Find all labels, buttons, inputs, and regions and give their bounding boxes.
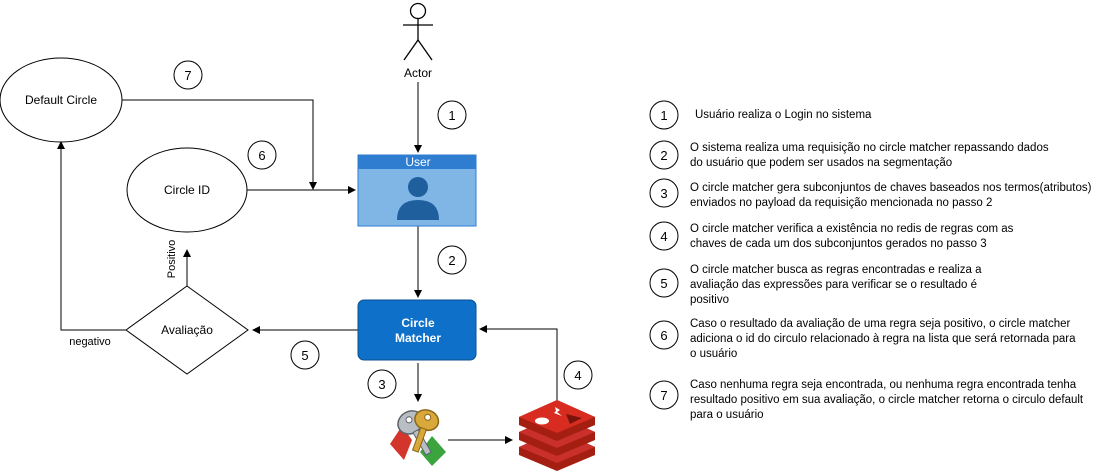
default-circle-label: Default Circle — [25, 93, 97, 107]
legend-num-4: 4 — [660, 229, 667, 244]
legend-text-5: O circle matcher busca as regras encontr… — [690, 264, 982, 306]
step-marker-2-text: 2 — [448, 253, 455, 268]
actor-stick-figure-icon — [403, 2, 433, 61]
step-marker-4 — [563, 360, 593, 390]
step-marker-2 — [437, 245, 467, 275]
keys-icon — [390, 409, 446, 466]
step-marker-5 — [290, 340, 320, 370]
legend-num-2: 2 — [660, 148, 667, 163]
positivo-label: Positivo — [166, 240, 178, 279]
step-marker-4-text: 4 — [574, 368, 581, 383]
avaliacao-to-default-arrow — [57, 141, 126, 331]
legend-num-6: 6 — [660, 328, 667, 343]
legend-num-3: 3 — [660, 186, 667, 201]
legend-text-6: Caso o resultado da avaliação de uma reg… — [690, 318, 1076, 360]
connectors — [57, 82, 558, 444]
actor-label: Actor — [404, 66, 432, 80]
step-marker-1-text: 1 — [448, 108, 455, 123]
circle-matcher-node — [357, 299, 477, 361]
circle-matcher-label-line2: Matcher — [395, 331, 441, 345]
avaliacao-decision-node — [125, 285, 249, 375]
user-node — [357, 154, 477, 227]
step-marker-3-text: 3 — [378, 377, 385, 392]
legend-text-7: Caso nenhuma regra seja encontrada, ou n… — [690, 379, 1084, 421]
step-marker-3 — [367, 369, 397, 399]
step-markers: 7 1 6 2 5 3 4 — [173, 60, 593, 399]
user-box-title: User — [405, 155, 430, 169]
circle-id-node — [126, 147, 248, 233]
step-marker-7 — [173, 60, 203, 90]
default-to-user-arrow — [121, 99, 317, 190]
circle-id-label: Circle ID — [164, 183, 210, 197]
user-avatar-icon — [397, 177, 439, 220]
legend-num-5: 5 — [660, 276, 667, 291]
circle-matcher-label-line1: Circle — [401, 316, 435, 330]
step-marker-1 — [437, 100, 467, 130]
redis-icon — [519, 400, 595, 471]
default-circle-node — [0, 57, 123, 143]
step-marker-6 — [247, 140, 277, 170]
legend-text-2: O sistema realiza uma requisição no circ… — [690, 142, 1049, 169]
legend-text-1: Usuário realiza o Login no sistema — [695, 109, 872, 121]
step-marker-5-text: 5 — [301, 348, 308, 363]
avaliacao-label: Avaliação — [161, 323, 213, 337]
legend-text-4: O circle matcher verifica a existência n… — [690, 223, 1014, 250]
step-marker-6-text: 6 — [258, 148, 265, 163]
negativo-label: negativo — [69, 336, 111, 348]
step-marker-7-text: 7 — [184, 68, 191, 83]
legend-markers: 1 2 3 4 5 6 7 — [649, 100, 679, 410]
legend-text-3: O circle matcher gera subconjuntos de ch… — [690, 182, 1092, 209]
legend-num-1: 1 — [660, 108, 667, 123]
legend-num-7: 7 — [660, 388, 667, 403]
redis-to-matcher-arrow — [479, 325, 558, 406]
